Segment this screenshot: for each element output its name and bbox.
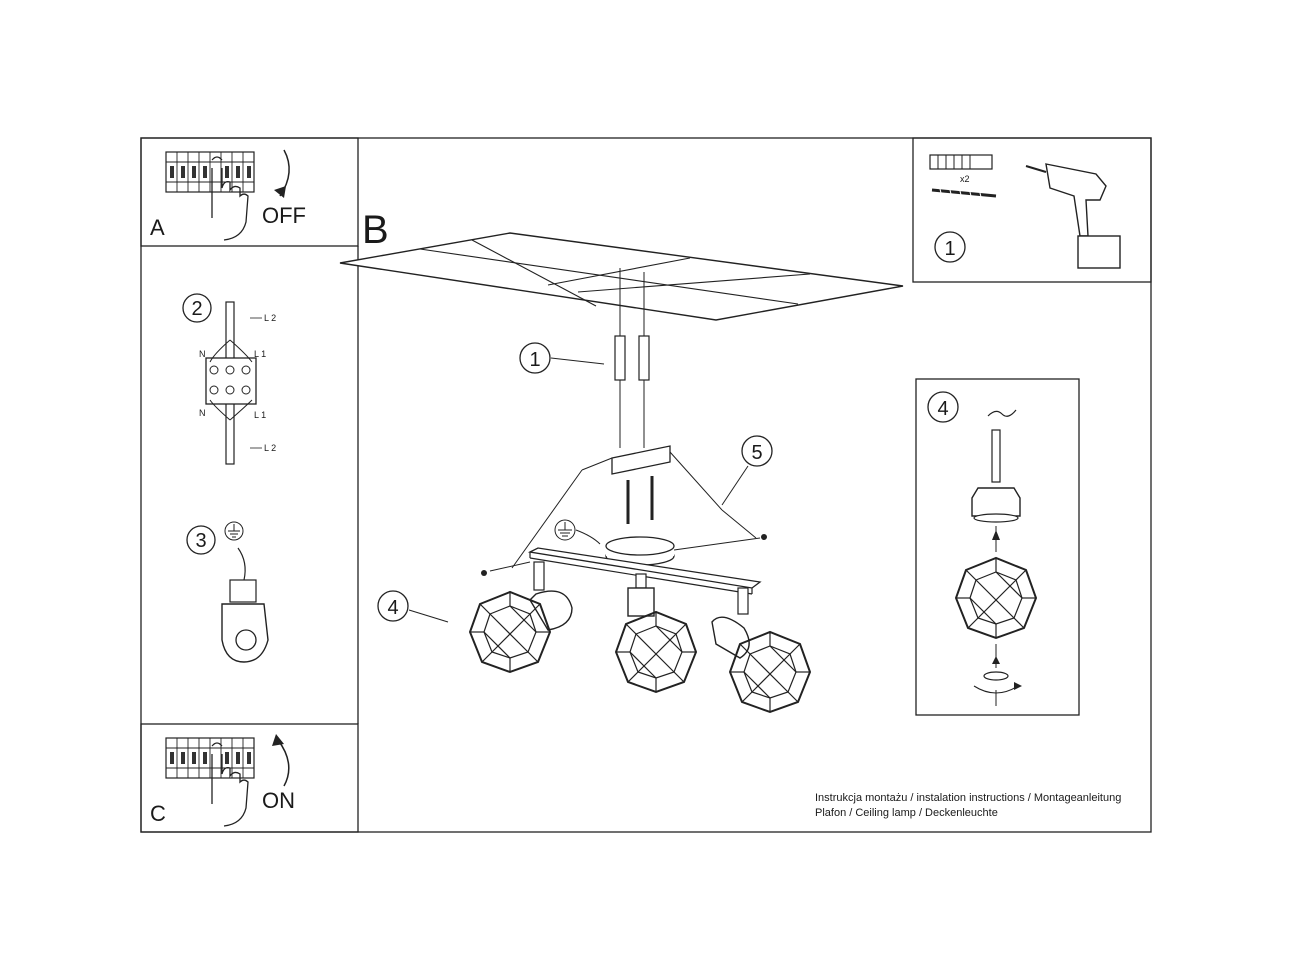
ground-symbol-icon [554, 519, 601, 545]
quantity-label: x2 [960, 174, 970, 184]
caption-line-2: Plafon / Ceiling lamp / Deckenleuchte [815, 807, 998, 819]
lamp-body [481, 534, 767, 595]
cage-shade-detail [955, 557, 1037, 639]
wall-anchor-icon [929, 154, 993, 170]
terminal-l1-bottom: L 1 [254, 410, 266, 420]
shade-detail-step-number: 4 [937, 398, 948, 420]
panel-a-letter: A [150, 215, 165, 240]
outer-frame [140, 137, 1152, 833]
wiring-step-number: 2 [191, 298, 202, 320]
wiring-detail: 2 L 2 L 1 N N L 1 L 2 [182, 293, 276, 465]
screw-icon [931, 188, 997, 198]
panel-b-letter: B [362, 208, 389, 252]
ground-symbol-icon [224, 521, 244, 541]
tools-step-number: 1 [944, 238, 955, 260]
shade-callout: 4 [387, 597, 398, 619]
terminal-l2-top: L 2 [264, 313, 276, 323]
instructions-caption: Instrukcja montażu / instalation instruc… [815, 791, 1121, 821]
drill-icon [1025, 163, 1121, 269]
panel-c-letter: C [150, 801, 166, 826]
terminal-n-top: N [199, 349, 206, 359]
ground-step-number: 3 [195, 530, 206, 552]
ground-detail: 3 [186, 521, 269, 663]
terminal-block [205, 357, 257, 405]
caption-line-1: Instrukcja montażu / instalation instruc… [815, 792, 1122, 804]
cage-shade-right [729, 631, 811, 713]
off-label: OFF [262, 203, 306, 228]
retaining-ring [983, 671, 1009, 681]
spot-left [469, 561, 573, 673]
mounting-bracket [511, 445, 757, 569]
on-label: ON [262, 788, 295, 813]
lamp-socket [971, 487, 1021, 517]
mount-callout: 5 [751, 442, 762, 464]
anchor-callout: 1 [529, 349, 540, 371]
breaker-panel-c [165, 737, 255, 779]
terminal-l1-top: L 1 [254, 349, 266, 359]
terminal-l2-bottom: L 2 [264, 443, 276, 453]
panel-c: C ON [140, 723, 359, 833]
arrow-up-icon [277, 739, 290, 787]
ceiling-plane [339, 232, 904, 321]
cage-shade-center [615, 611, 697, 693]
wall-anchors [614, 268, 650, 448]
shade-detail-panel: 4 [915, 378, 1080, 716]
breaker-panel-a [165, 151, 255, 193]
tools-panel: x2 1 [912, 137, 1152, 283]
spot-right [711, 587, 811, 713]
panel-a: A OFF [140, 137, 359, 247]
spot-center [615, 573, 697, 693]
terminal-n-bottom: N [199, 408, 206, 418]
cage-shade-left [469, 591, 551, 673]
ac-symbol-icon [987, 409, 1017, 417]
